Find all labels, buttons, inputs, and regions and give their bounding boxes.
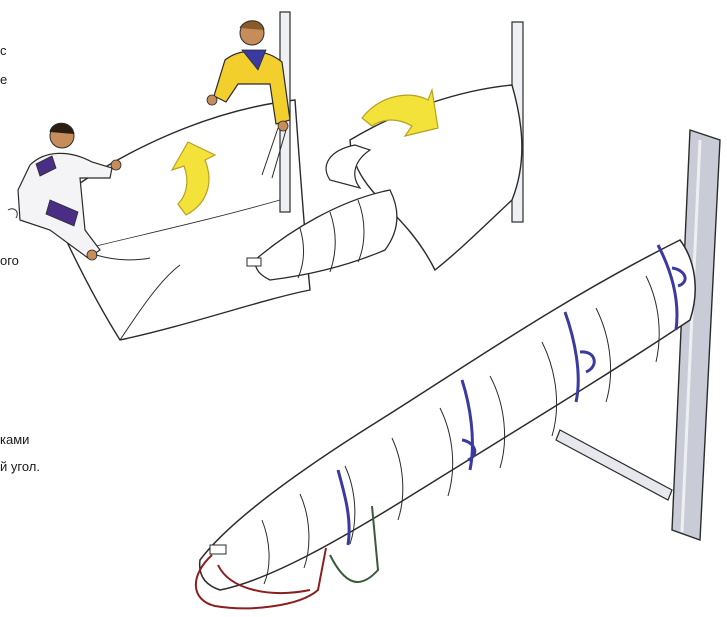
mast-panel-3: [672, 130, 720, 540]
panel-two-sailors-holding-sail: [8, 12, 310, 340]
boom: [556, 430, 672, 500]
sail-panel-1: [50, 100, 310, 340]
